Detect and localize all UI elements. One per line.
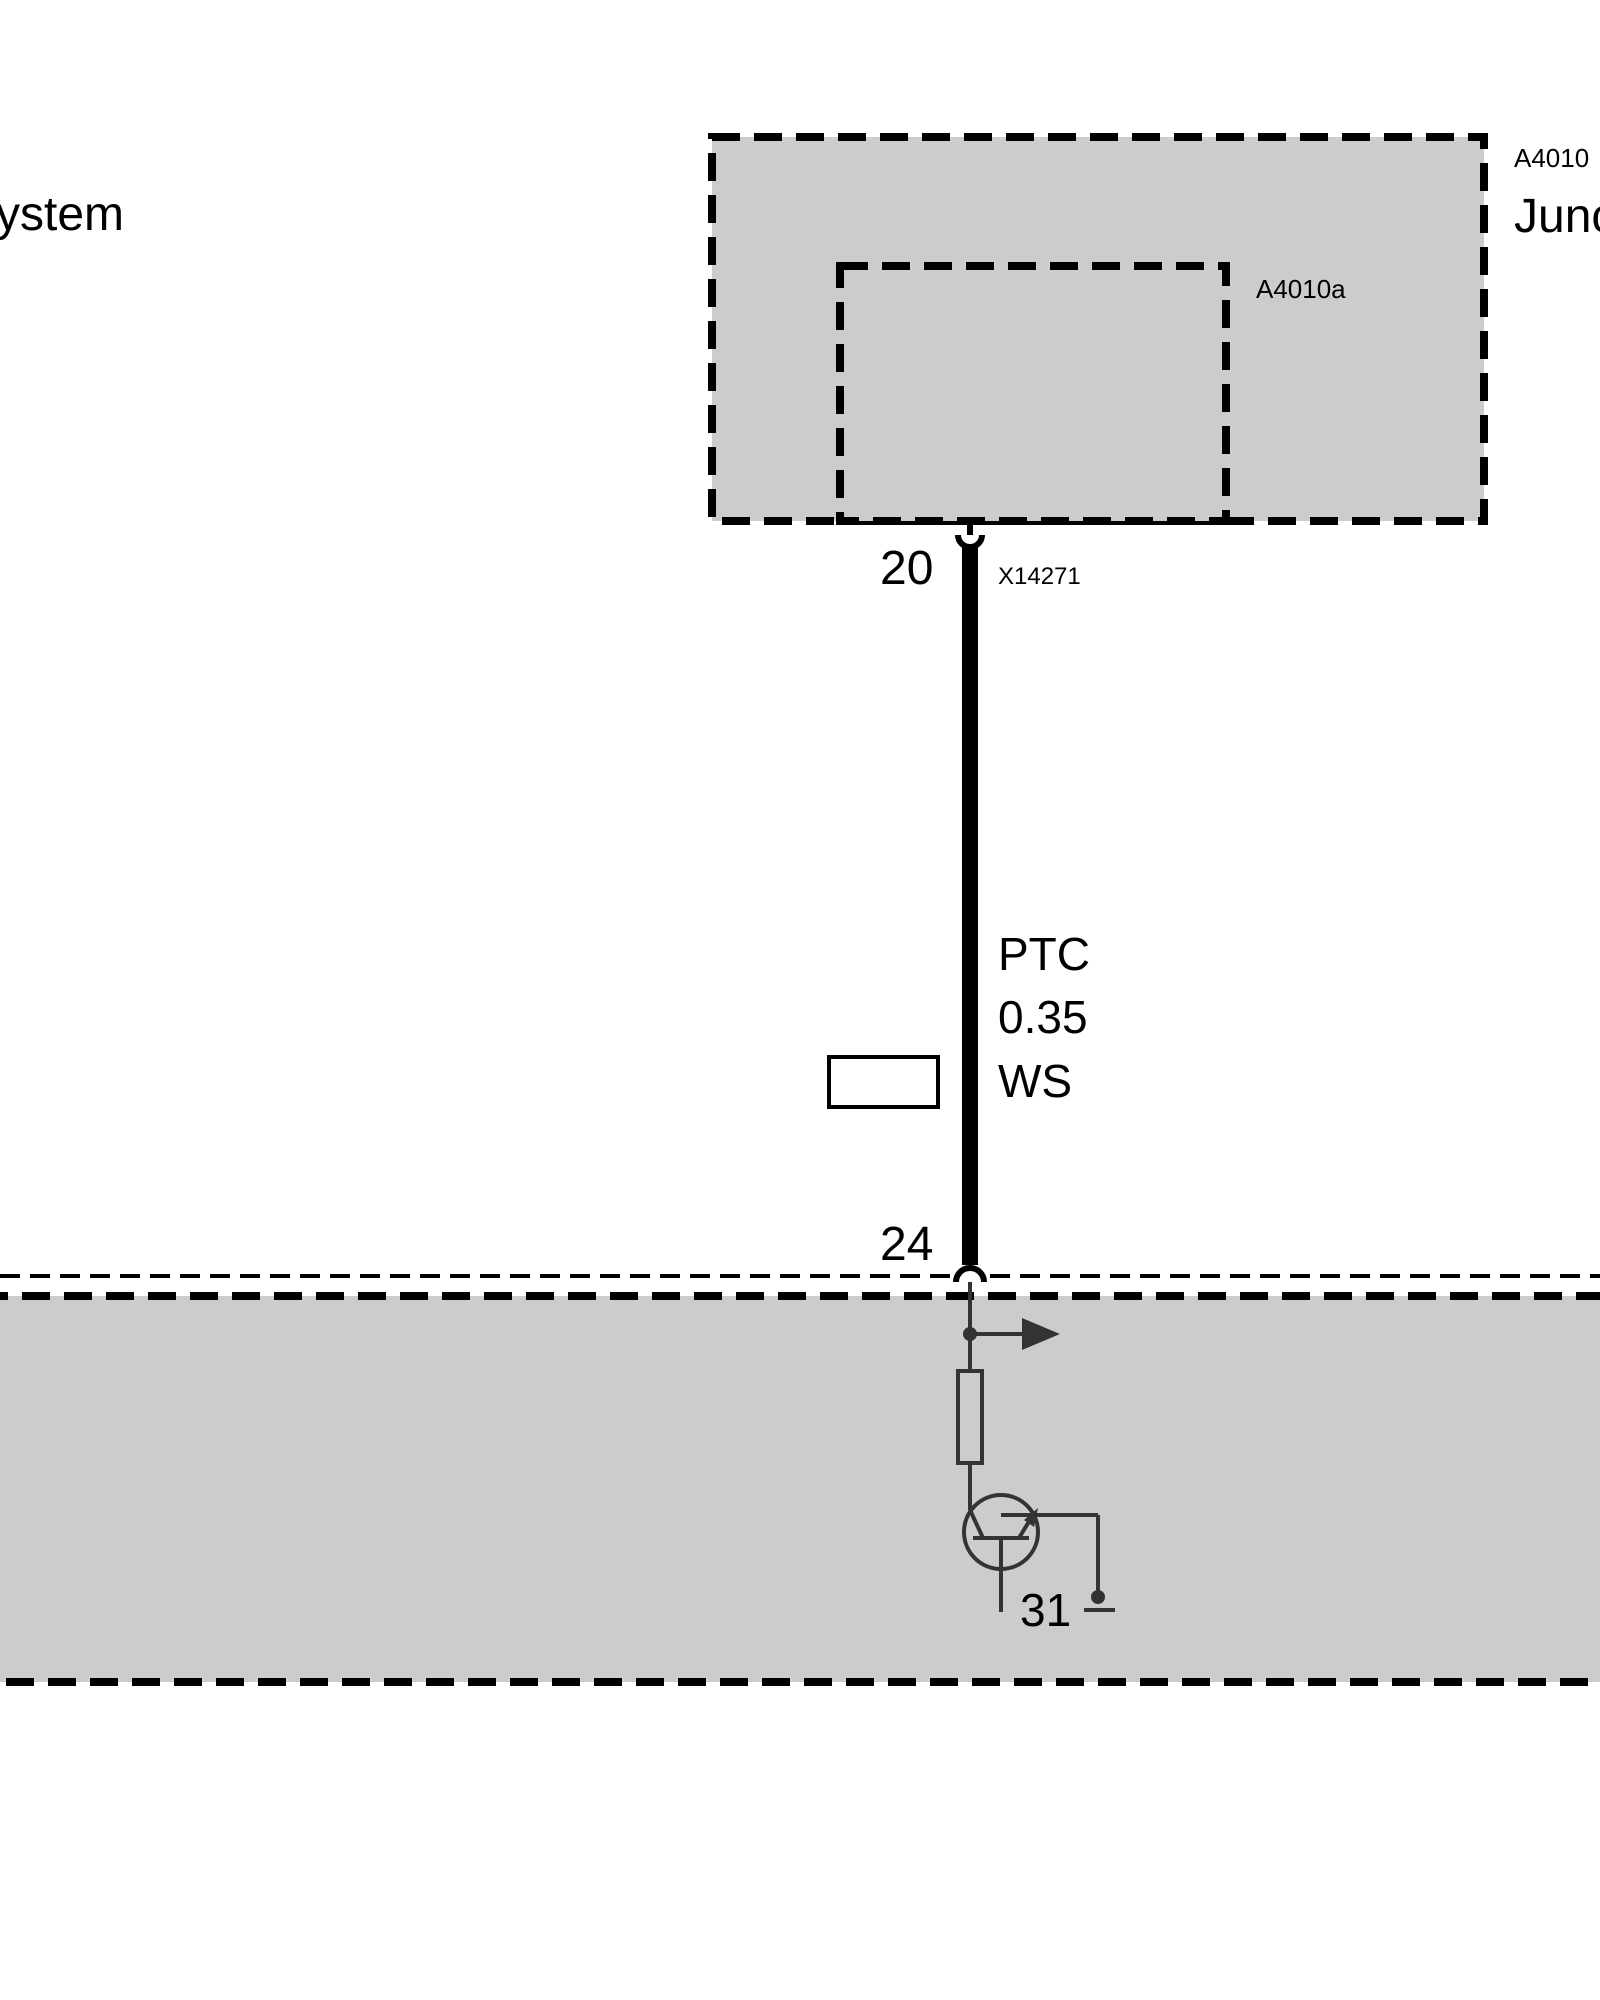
wire-type: PTC <box>998 928 1090 980</box>
connector-id: X14271 <box>998 563 1081 590</box>
emitter-arrow-icon <box>1024 1508 1038 1527</box>
junction-box-name-fragment: Junc <box>1514 190 1600 243</box>
wire-marker-box <box>827 1055 940 1109</box>
upper-pin-number: 20 <box>880 542 933 595</box>
resistor <box>956 1369 984 1465</box>
upper-connector-pin <box>955 534 985 550</box>
sub-module-id: A4010a <box>1256 274 1346 304</box>
transistor-icon <box>962 1493 1040 1612</box>
ground-label: 31 <box>1020 1584 1071 1636</box>
sub-module-a4010a[interactable] <box>836 262 1230 525</box>
lower-module[interactable] <box>0 1292 1600 1686</box>
node-dot <box>963 1327 977 1341</box>
sensor-circuit <box>968 1282 1115 1612</box>
wire-gauge: 0.35 <box>998 991 1088 1043</box>
wire-color-code: WS <box>998 1055 1072 1107</box>
ground-dot <box>1091 1590 1105 1604</box>
junction-box-id: A4010 <box>1514 143 1589 173</box>
lower-pin-number: 24 <box>880 1218 933 1271</box>
lower-connector-pin <box>953 1265 987 1283</box>
system-title-fragment: ystem <box>0 188 124 241</box>
signal-arrow-icon <box>1022 1318 1060 1350</box>
